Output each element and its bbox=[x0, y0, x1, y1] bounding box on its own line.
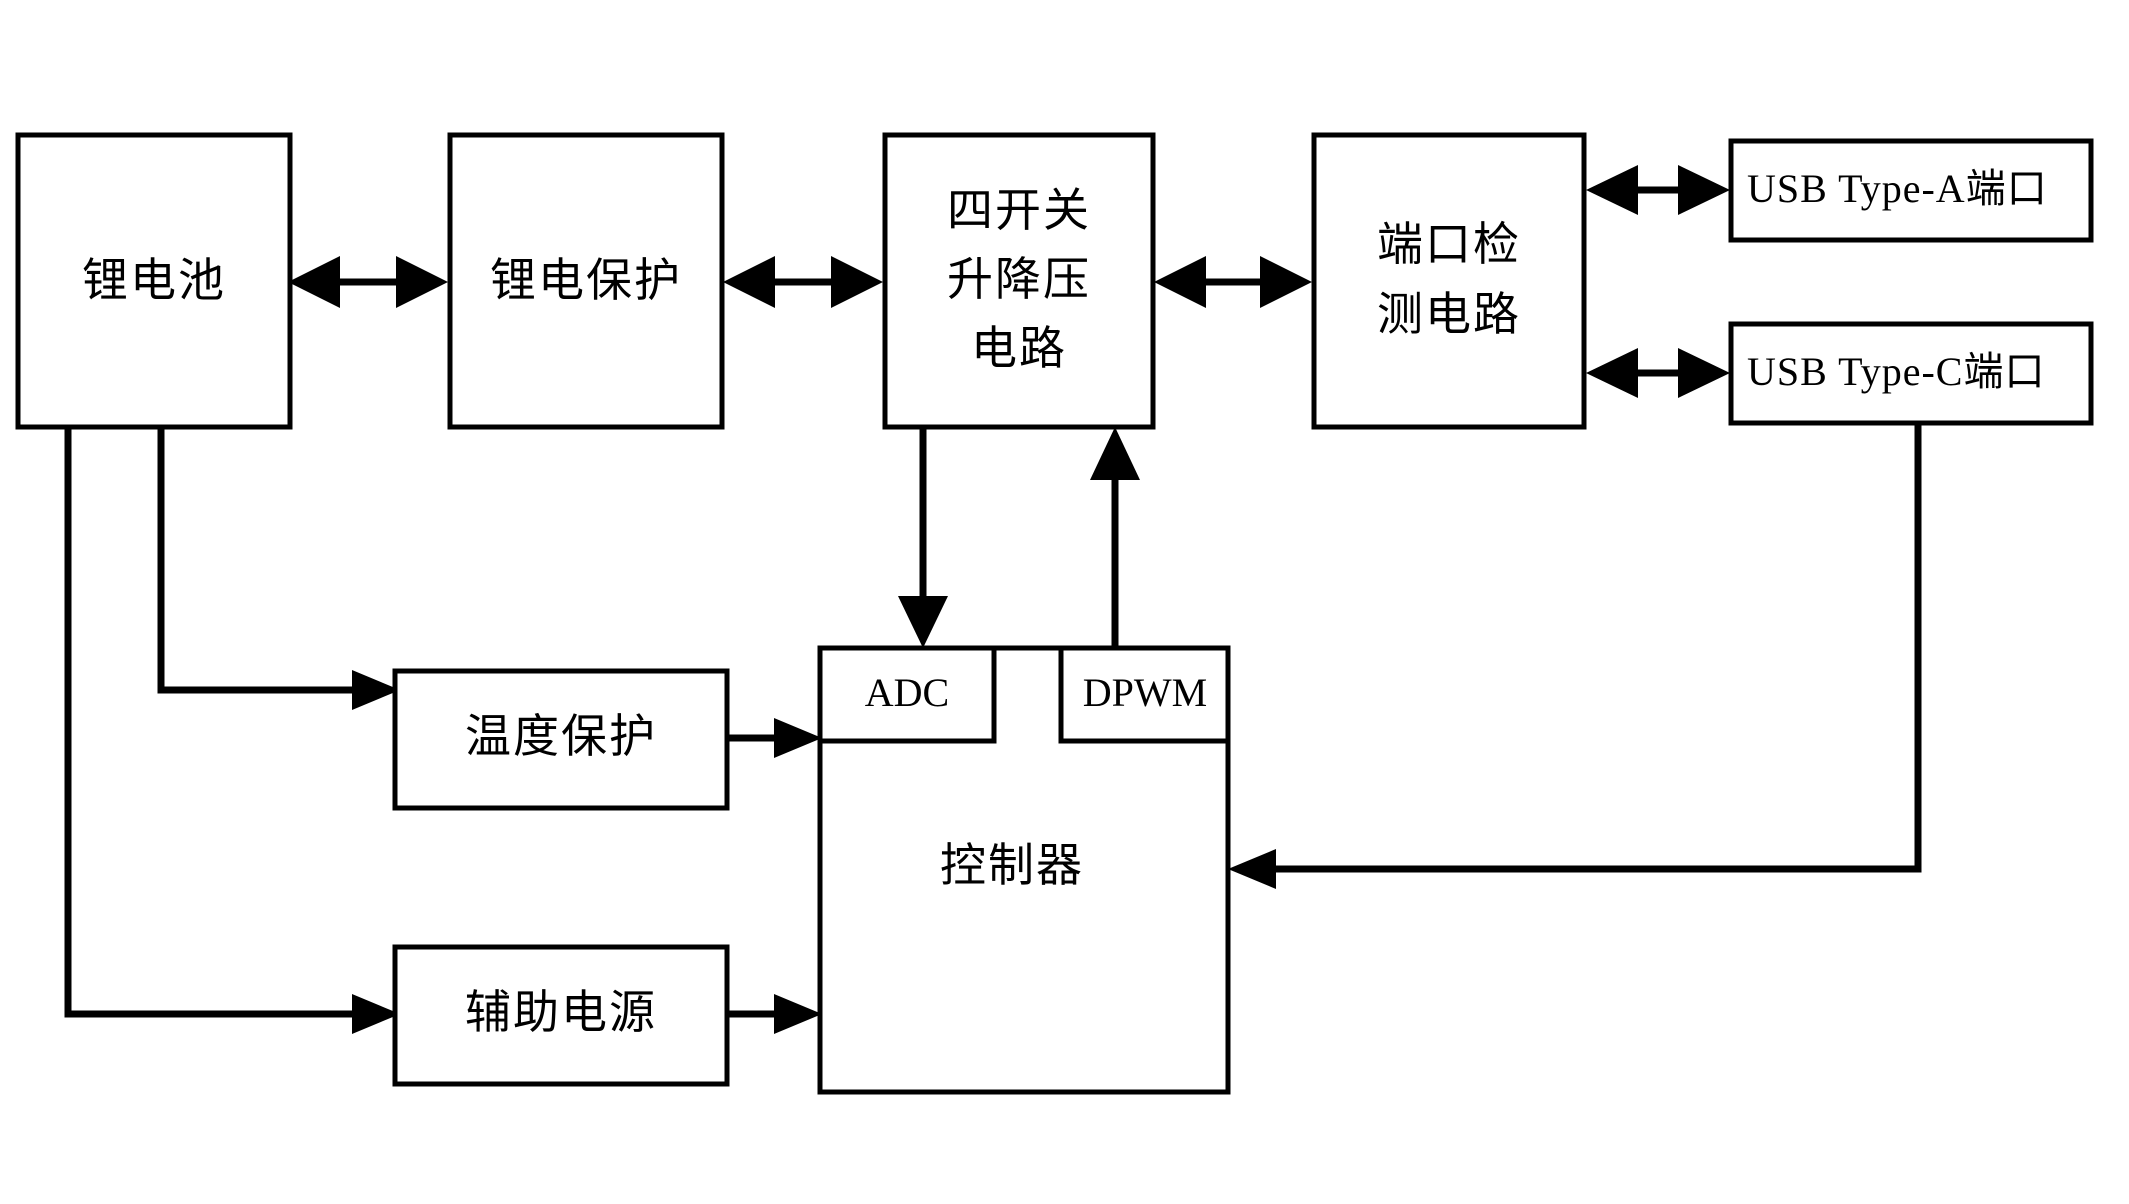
block-battery-protection-label: 锂电保护 bbox=[490, 253, 682, 307]
block-dpwm-label: DPWM bbox=[1083, 670, 1207, 715]
arrowhead-icon bbox=[1678, 165, 1730, 215]
block-battery-protection[interactable]: 锂电保护 bbox=[447, 132, 725, 430]
arrowhead-icon bbox=[1154, 256, 1206, 308]
wire-portdetect-to-usb-a bbox=[1586, 165, 1730, 215]
arrowhead-icon bbox=[723, 256, 775, 308]
block-dpwm[interactable]: DPWM bbox=[1058, 645, 1231, 744]
arrowhead-icon bbox=[1586, 348, 1638, 398]
wire-protection-to-buckboost bbox=[723, 256, 883, 308]
arrowhead-icon bbox=[352, 994, 400, 1034]
arrowhead-icon bbox=[288, 256, 340, 308]
arrowhead-icon bbox=[1586, 165, 1638, 215]
block-buck-boost-line2: 升降压 bbox=[947, 252, 1091, 306]
arrowhead-icon bbox=[774, 994, 822, 1034]
block-temperature-protection[interactable]: 温度保护 bbox=[392, 668, 730, 811]
wire-battery-to-temp-protection bbox=[157, 427, 400, 710]
arrowhead-icon bbox=[831, 256, 883, 308]
block-usb-type-a-label: USB Type-A端口 bbox=[1747, 166, 2048, 211]
wire-portdetect-to-usb-c bbox=[1586, 348, 1730, 398]
arrowhead-icon bbox=[1260, 256, 1312, 308]
block-battery[interactable]: 锂电池 bbox=[15, 132, 293, 430]
block-adc[interactable]: ADC bbox=[817, 645, 997, 744]
arrowhead-icon bbox=[774, 718, 822, 758]
block-usb-type-c-port[interactable]: USB Type-C端口 bbox=[1728, 321, 2094, 426]
block-port-detection-line1: 端口检 bbox=[1377, 217, 1521, 271]
block-buck-boost-circuit[interactable]: 四开关 升降压 电路 bbox=[882, 132, 1156, 430]
block-adc-label: ADC bbox=[865, 670, 949, 715]
block-usb-type-a-port[interactable]: USB Type-A端口 bbox=[1728, 138, 2094, 243]
wire-buckboost-to-portdetect bbox=[1154, 256, 1312, 308]
wire-temp-protection-to-controller bbox=[728, 718, 822, 758]
block-port-detection-circuit[interactable]: 端口检 测电路 bbox=[1311, 132, 1587, 430]
block-auxiliary-power[interactable]: 辅助电源 bbox=[392, 944, 730, 1087]
block-usb-type-c-label: USB Type-C端口 bbox=[1747, 349, 2045, 394]
block-controller-label: 控制器 bbox=[940, 838, 1084, 892]
wire-usb-c-to-controller bbox=[1228, 423, 1922, 889]
block-auxiliary-power-label: 辅助电源 bbox=[465, 985, 657, 1039]
block-buck-boost-line3: 电路 bbox=[971, 321, 1067, 375]
block-buck-boost-line1: 四开关 bbox=[947, 183, 1091, 237]
wire-overlays bbox=[919, 470, 1119, 640]
arrowhead-icon bbox=[396, 256, 448, 308]
wire-aux-power-to-controller bbox=[728, 994, 822, 1034]
wire-battery-to-protection bbox=[288, 256, 448, 308]
arrowhead-icon bbox=[1090, 427, 1140, 480]
block-battery-label: 锂电池 bbox=[82, 253, 226, 307]
wire-battery-to-aux-power bbox=[64, 427, 400, 1034]
block-port-detection-line2: 测电路 bbox=[1377, 287, 1521, 341]
arrowhead-icon bbox=[352, 670, 400, 710]
arrowhead-icon bbox=[1678, 348, 1730, 398]
arrowhead-icon bbox=[1228, 849, 1276, 889]
block-temperature-protection-label: 温度保护 bbox=[465, 709, 657, 763]
